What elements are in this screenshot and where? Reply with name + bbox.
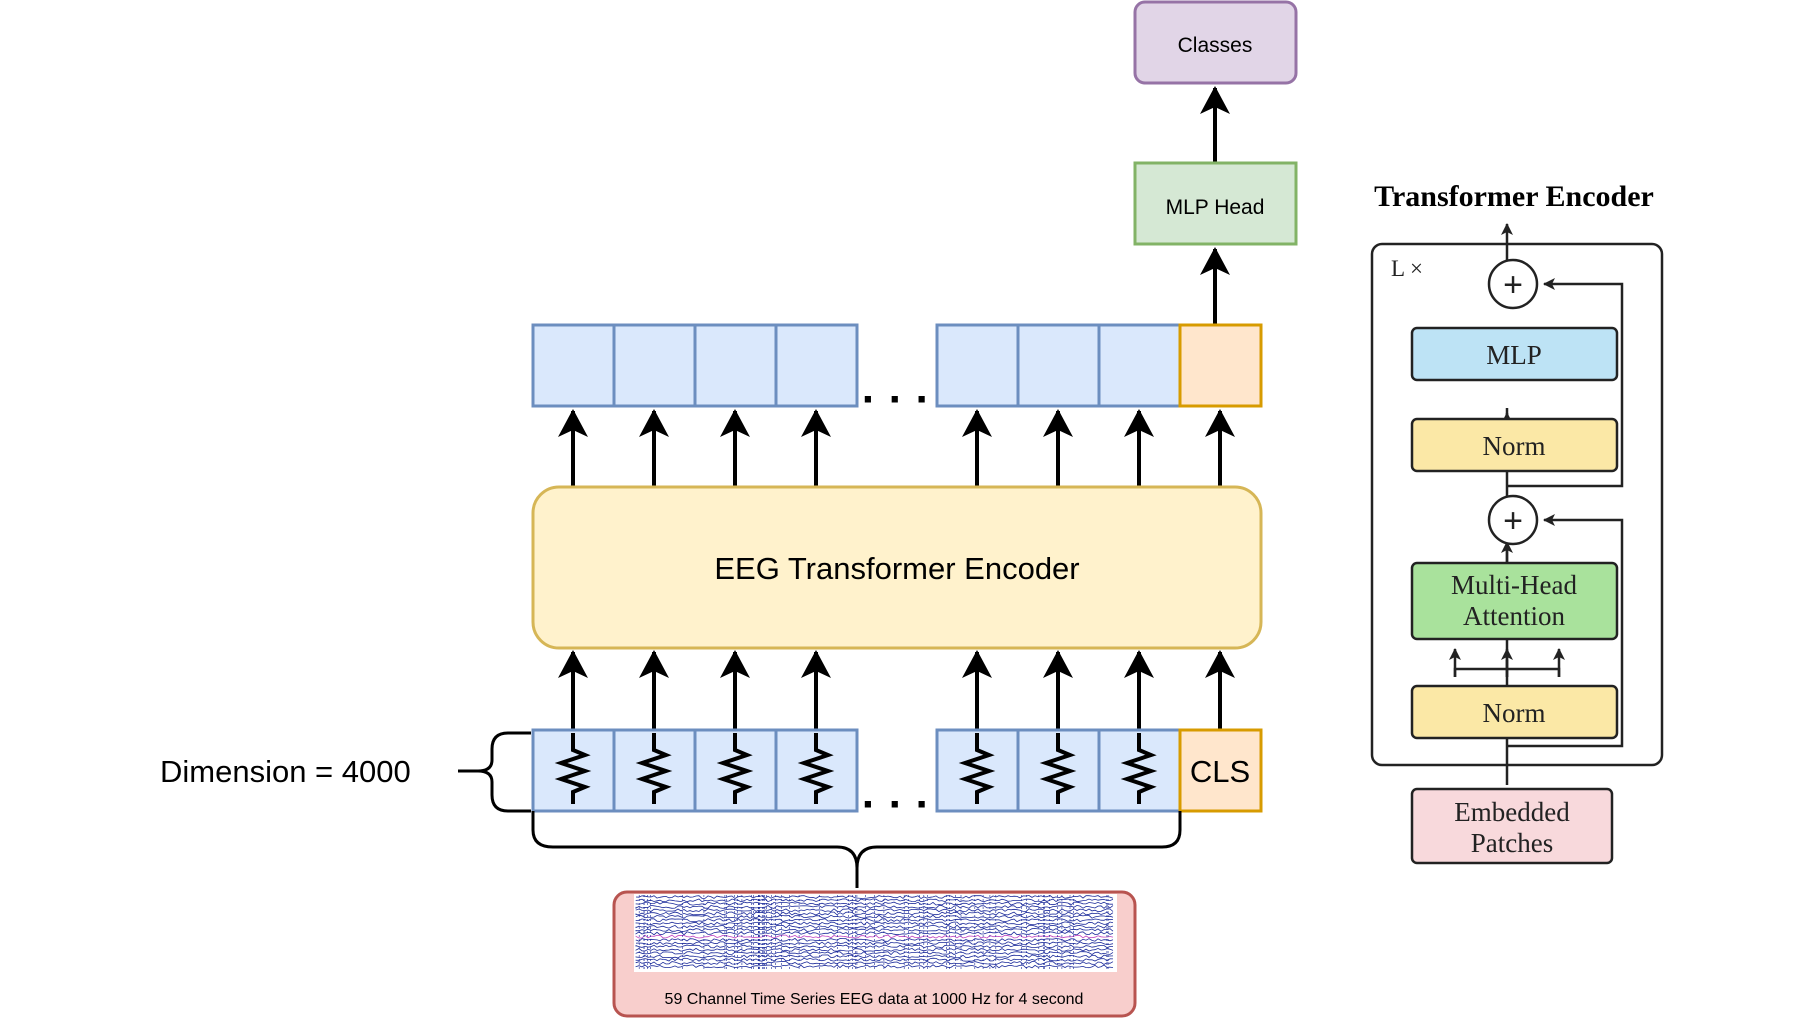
encoder-detail-title: Transformer Encoder [1374, 180, 1654, 213]
mlp-head-box: MLP Head [1133, 161, 1298, 246]
encoder-norm-bottom-label: Norm [1483, 698, 1546, 728]
eeg-trace [635, 937, 1114, 942]
mlp-head-label: MLP Head [1166, 196, 1265, 219]
encoder-mlp-label: MLP [1486, 340, 1542, 370]
input-token-row [531, 728, 1263, 813]
eeg-trace [635, 944, 1114, 949]
embedded-patches-label-line1: Embedded [1454, 797, 1570, 827]
encoder-attention-label-line1: Multi-Head [1451, 570, 1577, 600]
eeg-trace [635, 911, 1114, 916]
eeg-trace [635, 928, 1114, 932]
eeg-waveform-image [635, 895, 1114, 970]
encoder-attention-label-line2: Attention [1463, 601, 1565, 631]
eeg-trace [635, 964, 1114, 969]
input-ellipsis: · · · [862, 780, 930, 829]
output-token [531, 323, 616, 408]
eeg-trace [635, 908, 1114, 913]
residual-add-bottom: + [1487, 494, 1539, 546]
eeg-trace [635, 947, 1114, 952]
eeg-trace [635, 904, 1114, 909]
signal-zigzag-icon [797, 733, 835, 804]
eeg-trace [635, 921, 1114, 926]
eeg-trace [635, 898, 1114, 903]
eeg-trace [635, 931, 1114, 936]
encoder-norm-bottom-box: Norm [1410, 684, 1619, 740]
signal-zigzag-icon [554, 733, 592, 804]
signal-zigzag-icon [958, 733, 996, 804]
plus-icon: + [1503, 266, 1523, 304]
signal-zigzag-icon [1120, 733, 1158, 804]
classes-box: Classes [1133, 0, 1298, 85]
input-cls-token [1178, 728, 1263, 813]
output-token [612, 323, 697, 408]
input-encoder-arrows [558, 650, 1235, 733]
output-token [935, 323, 1020, 408]
output-token [774, 323, 859, 408]
signal-icons [554, 733, 1158, 804]
plus-icon: + [1503, 502, 1523, 540]
eeg-trace [635, 934, 1114, 939]
eeg-trace [635, 924, 1114, 929]
eeg-trace [635, 901, 1113, 906]
cls-label: CLS [1190, 754, 1250, 789]
encoder-mlp-box: MLP [1410, 326, 1619, 382]
encoder-norm-top-label: Norm [1483, 431, 1546, 461]
signal-zigzag-icon [716, 733, 754, 804]
eeg-trace [635, 914, 1114, 919]
repeat-label: L × [1391, 256, 1423, 281]
output-token [1097, 323, 1182, 408]
eeg-trace [635, 951, 1114, 956]
encoder-attention-box: Multi-Head Attention [1410, 561, 1619, 641]
eeg-transformer-encoder-label: EEG Transformer Encoder [714, 551, 1079, 586]
embedded-patches-box: Embedded Patches [1410, 787, 1614, 865]
signal-zigzag-icon [1039, 733, 1077, 804]
eeg-caption: 59 Channel Time Series EEG data at 1000 … [665, 991, 1084, 1008]
encoder-norm-top-box: Norm [1410, 417, 1619, 473]
dimension-brace [458, 731, 531, 813]
dimension-label: Dimension = 4000 [160, 754, 411, 789]
output-ellipsis: · · · [862, 375, 930, 424]
tokens-brace [531, 811, 1182, 888]
embedded-patches-label-line2: Patches [1471, 828, 1553, 858]
eeg-trace [635, 895, 1114, 899]
classes-label: Classes [1178, 34, 1253, 57]
eeg-data-box: 59 Channel Time Series EEG data at 1000 … [612, 890, 1137, 1018]
residual-add-top: + [1487, 258, 1539, 310]
encoder-output-arrows [558, 409, 1235, 487]
signal-zigzag-icon [635, 733, 673, 804]
eeg-trace [635, 961, 1114, 965]
eeg-trace [635, 954, 1114, 959]
output-token [693, 323, 778, 408]
output-token-row [531, 323, 1263, 408]
eeg-trace [635, 957, 1114, 962]
output-token [1016, 323, 1101, 408]
eeg-trace [635, 918, 1114, 923]
eeg-transformer-encoder-box: EEG Transformer Encoder [531, 485, 1263, 650]
output-cls-token [1178, 323, 1263, 408]
encoder-detail-outer-frame [1370, 242, 1664, 767]
